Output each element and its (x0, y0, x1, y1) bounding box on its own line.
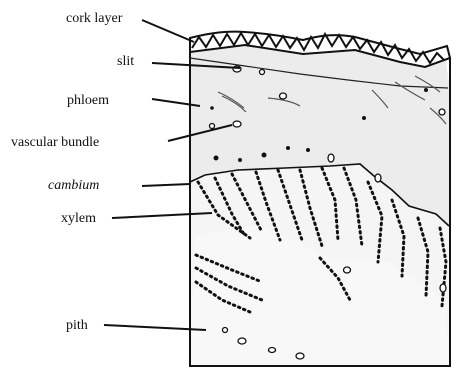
leader-cork-layer (142, 20, 194, 42)
label-cambium: cambium (48, 178, 99, 193)
label-slit: slit (117, 54, 134, 69)
label-cork-layer: cork layer (66, 11, 123, 26)
leader-cambium (142, 184, 190, 186)
label-xylem: xylem (61, 211, 96, 226)
label-vascular-bundle: vascular bundle (11, 135, 99, 150)
label-phloem: phloem (67, 93, 109, 108)
label-pith: pith (66, 318, 88, 333)
